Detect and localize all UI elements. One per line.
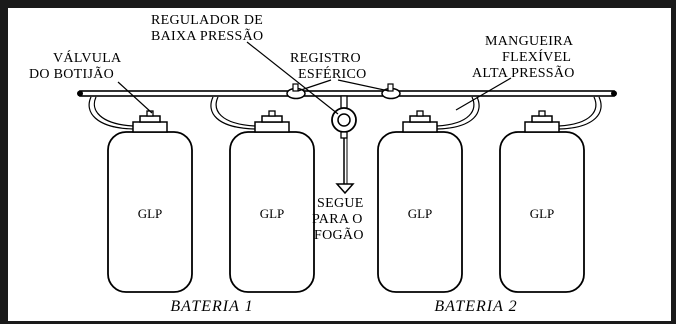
valvula-label-line1: VÁLVULA (53, 49, 122, 66)
battery-1-label: BATERIA 1 (170, 298, 253, 315)
segue-label-line2: PARA O (312, 212, 363, 227)
cylinder-3-label: GLP (408, 206, 433, 221)
leader-lines (117, 41, 512, 115)
regulador-label-line2: BAIXA PRESSÃO (151, 28, 263, 44)
registro-label-line1: REGISTRO (290, 51, 361, 66)
segue-label-line3: FOGÃO (314, 227, 364, 243)
cylinder-4 (499, 110, 585, 293)
ball-valve-left (286, 83, 306, 100)
mangueira-label-line1: MANGUEIRA (485, 34, 574, 49)
low-pressure-regulator (331, 95, 357, 195)
cylinder-1 (107, 110, 193, 293)
mangueira-label-line2: FLEXÍVEL (502, 48, 571, 65)
cylinder-3 (377, 110, 463, 293)
cylinder-1-label: GLP (138, 206, 163, 221)
cylinder-2-label: GLP (260, 206, 285, 221)
battery-2-label: BATERIA 2 (434, 298, 517, 315)
ball-valve-right (381, 83, 401, 100)
cylinder-4-label: GLP (530, 206, 555, 221)
regulador-label-line1: REGULADOR DE (151, 13, 263, 28)
cylinder-2 (229, 110, 315, 293)
valvula-label-line2: DO BOTIJÃO (29, 66, 114, 82)
segue-label-line1: SEGUE (317, 196, 364, 211)
mangueira-label-line3: ALTA PRESSÃO (472, 65, 575, 81)
registro-label-line2: ESFÉRICO (298, 65, 367, 82)
